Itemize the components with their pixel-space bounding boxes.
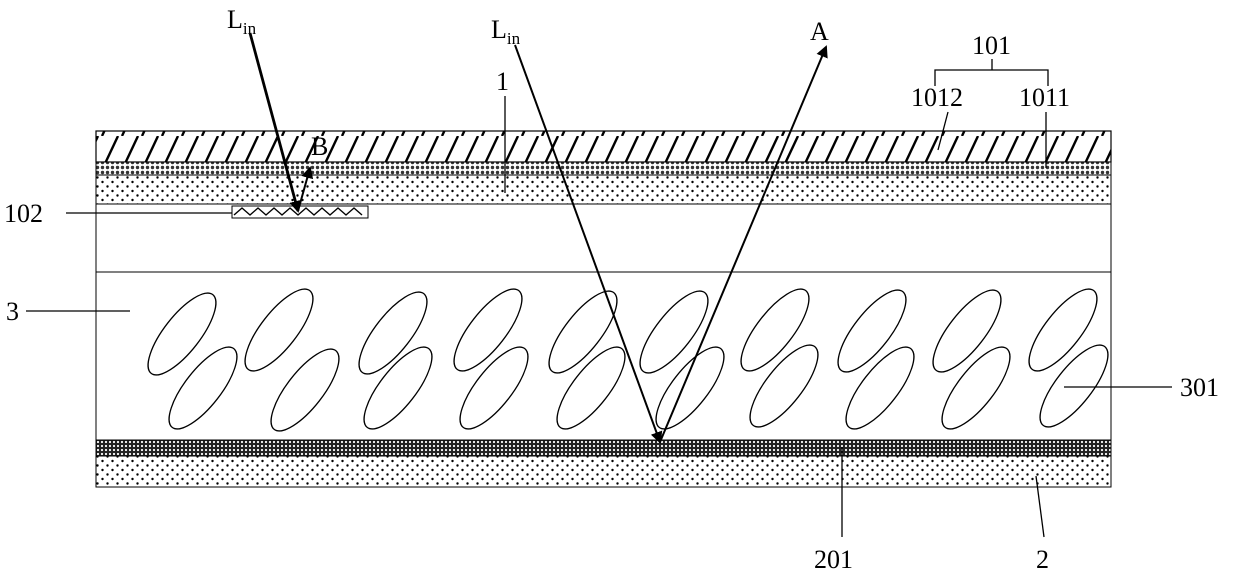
particle-301 <box>538 282 628 383</box>
label-layer-201: 201 <box>814 545 853 574</box>
label-lin-left: Lin <box>227 5 257 38</box>
layer-1011-fine-dotted <box>96 162 1111 175</box>
particle-301 <box>922 281 1012 382</box>
layer-201 <box>96 440 1111 456</box>
particle-301 <box>931 338 1021 439</box>
particle-301 <box>645 338 735 439</box>
particle-301 <box>546 338 636 439</box>
layer-1012-hatched <box>96 131 1111 162</box>
label-particle-301: 301 <box>1180 373 1219 402</box>
particles-301 <box>137 280 1119 441</box>
particle-301 <box>137 284 227 385</box>
label-ray-b: B <box>311 132 328 161</box>
substrate-2 <box>96 456 1111 487</box>
label-layer-3: 3 <box>6 297 19 326</box>
incident-ray-center <box>515 45 660 442</box>
particle-301 <box>730 280 820 381</box>
label-element-102: 102 <box>4 199 43 228</box>
particle-301 <box>1018 280 1108 381</box>
particle-301 <box>449 338 539 439</box>
particle-301 <box>353 338 443 439</box>
label-lin-center: Lin <box>491 15 521 48</box>
substrate-1 <box>96 175 1111 204</box>
label-substrate-1: 1 <box>496 67 509 96</box>
reflected-ray-a <box>660 47 826 442</box>
label-layer-1011: 1011 <box>1019 83 1070 112</box>
label-substrate-2: 2 <box>1036 545 1049 574</box>
particle-301 <box>348 283 438 384</box>
particle-301 <box>260 340 350 441</box>
label-layer-1012: 1012 <box>911 83 963 112</box>
particle-301 <box>1029 336 1119 437</box>
particle-301 <box>739 336 829 437</box>
particle-301 <box>443 280 533 381</box>
layer-3 <box>96 272 1111 440</box>
particle-301 <box>835 338 925 439</box>
label-ray-a: A <box>810 17 829 46</box>
label-layer-101: 101 <box>972 31 1011 60</box>
particle-301 <box>827 281 917 382</box>
particle-301 <box>234 280 324 381</box>
particle-301 <box>158 338 248 439</box>
